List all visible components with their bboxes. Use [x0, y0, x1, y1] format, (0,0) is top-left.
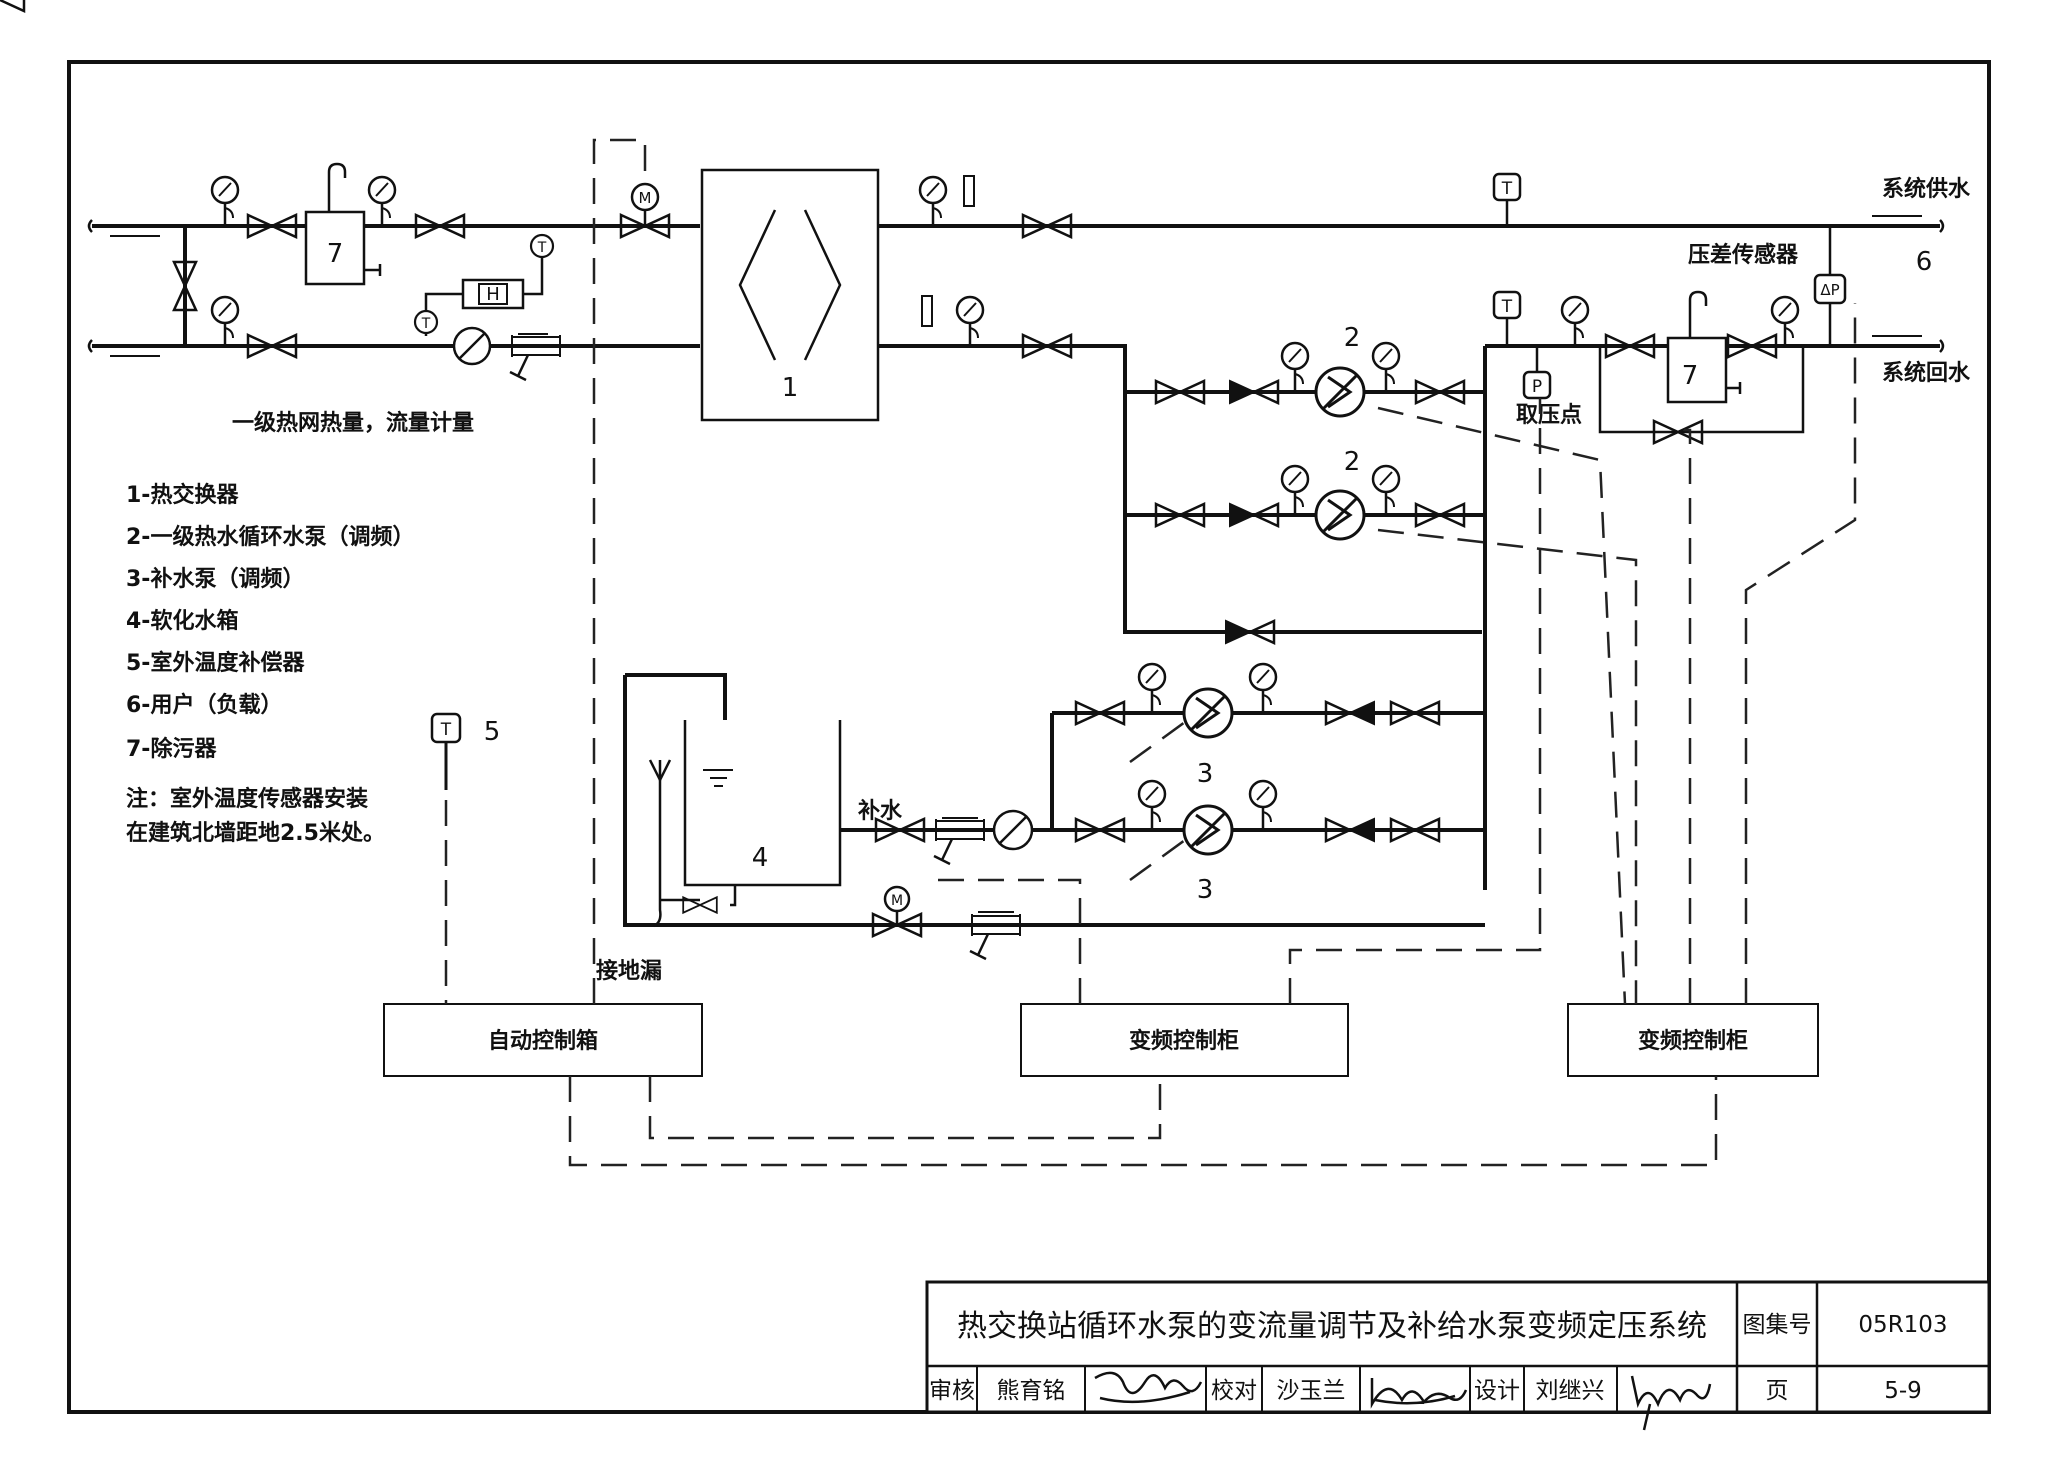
makeup-pump-row-1	[1074, 662, 1441, 739]
svg-text:7: 7	[327, 239, 344, 269]
svg-text:T: T	[537, 240, 547, 256]
outdoor-temperature-sensor-5: T 5	[430, 712, 501, 790]
svg-text:4: 4	[752, 843, 769, 873]
control-wiring	[444, 138, 1857, 1167]
svg-text:1-热交换器: 1-热交换器	[126, 482, 239, 508]
system-supply-label: 系统供水	[1882, 176, 1971, 202]
system-return-label: 系统回水	[1882, 360, 1971, 386]
primary-return-pipe	[87, 339, 700, 353]
auto-control-box: 自动控制箱	[383, 1003, 703, 1077]
designer-signature	[1630, 1375, 1712, 1431]
drawing-title: 热交换站循环水泵的变流量调节及补给水泵变频定压系统	[957, 1309, 1707, 1344]
svg-text:3: 3	[1197, 875, 1214, 905]
pressure-gauge-icon	[210, 175, 240, 228]
svg-text:05R103: 05R103	[1858, 1312, 1947, 1338]
primary-supply-pipe	[87, 219, 700, 233]
svg-text:5-室外温度补偿器: 5-室外温度补偿器	[126, 650, 305, 676]
reviewer-signature	[1094, 1371, 1203, 1404]
pressure-gauge-icon	[210, 295, 240, 348]
checker-signature	[1370, 1378, 1468, 1409]
svg-text:取压点: 取压点	[1516, 402, 1582, 428]
thermometer-icon	[921, 295, 933, 327]
y-strainer-icon	[968, 912, 1022, 961]
motorized-valve: M	[619, 182, 671, 239]
svg-text:H: H	[486, 284, 500, 305]
svg-text:M: M	[891, 893, 903, 909]
pressure-gauge-icon	[918, 175, 948, 228]
svg-text:ΔP: ΔP	[1820, 281, 1839, 299]
svg-text:1: 1	[782, 373, 799, 403]
svg-text:2: 2	[1344, 447, 1361, 477]
y-strainer-icon	[932, 817, 986, 866]
metering-label: 一级热网热量，流量计量	[232, 410, 474, 436]
svg-text:变频控制柜: 变频控制柜	[1638, 1028, 1748, 1054]
vfd-cabinet-1: 变频控制柜	[1020, 1003, 1349, 1077]
svg-text:M: M	[639, 189, 652, 207]
svg-text:熊育铭: 熊育铭	[997, 1378, 1066, 1404]
svg-text:3: 3	[1197, 759, 1214, 789]
primary-strainer-7: 7	[304, 162, 382, 286]
svg-text:变频控制柜: 变频控制柜	[1129, 1028, 1239, 1054]
secondary-strainer-7: 7	[1666, 290, 1742, 404]
svg-text:6: 6	[1916, 247, 1933, 277]
svg-text:T: T	[440, 720, 452, 740]
svg-text:注：室外温度传感器安装: 注：室外温度传感器安装	[126, 786, 368, 812]
pressure-gauge-icon	[1560, 295, 1590, 348]
makeup-pump-row-2: 3 3	[1074, 759, 1441, 905]
bottom-motorized-valve: M	[871, 885, 923, 938]
svg-text:设计: 设计	[1474, 1378, 1520, 1404]
svg-text:5-9: 5-9	[1884, 1378, 1922, 1404]
heat-exchanger-1: 1	[700, 168, 880, 422]
floor-drain-label: 接地漏	[596, 958, 662, 984]
circulating-pump-row-2: 2	[1154, 447, 1466, 541]
svg-text:沙玉兰: 沙玉兰	[1277, 1378, 1346, 1404]
svg-text:T: T	[1501, 297, 1513, 317]
svg-text:在建筑北墙距地2.5米处。: 在建筑北墙距地2.5米处。	[126, 820, 385, 846]
secondary-return-pipe	[878, 344, 1482, 634]
makeup-flow-meter	[992, 809, 1034, 851]
heat-meter-assembly: H T T	[0, 0, 555, 366]
svg-text:T: T	[421, 316, 431, 332]
svg-text:7-除污器: 7-除污器	[126, 736, 217, 762]
svg-text:审核: 审核	[929, 1378, 975, 1404]
y-strainer-icon	[508, 333, 562, 382]
circulating-pump-row-1: 2	[1154, 323, 1466, 418]
svg-text:3-补水泵（调频）: 3-补水泵（调频）	[126, 567, 304, 592]
svg-text:2-一级热水循环水泵（调频）: 2-一级热水循环水泵（调频）	[126, 524, 414, 550]
legend: 1-热交换器 2-一级热水循环水泵（调频） 3-补水泵（调频） 4-软化水箱 5…	[126, 482, 414, 846]
svg-text:P: P	[1532, 377, 1542, 397]
svg-text:2: 2	[1344, 323, 1361, 353]
svg-text:6-用户（负载）: 6-用户（负载）	[126, 692, 282, 718]
return-temperature-sensor: T	[1492, 290, 1522, 346]
svg-text:自动控制箱: 自动控制箱	[488, 1028, 598, 1054]
pressure-point: P 取压点	[1516, 346, 1582, 428]
supply-temperature-sensor: T	[1492, 172, 1522, 226]
svg-text:4-软化水箱: 4-软化水箱	[126, 608, 238, 634]
svg-text:刘继兴: 刘继兴	[1536, 1378, 1605, 1404]
softened-water-tank-4: 4	[683, 720, 842, 887]
pressure-gauge-icon	[955, 295, 985, 348]
title-block: 热交换站循环水泵的变流量调节及补给水泵变频定压系统 图集号 05R103 审核 …	[925, 1280, 1991, 1431]
svg-text:校对: 校对	[1211, 1378, 1257, 1404]
svg-text:T: T	[1501, 179, 1513, 199]
thermometer-icon	[963, 175, 975, 207]
vfd-cabinet-2: 变频控制柜	[1567, 1003, 1819, 1077]
differential-pressure-sensor: ΔP	[1813, 226, 1847, 346]
svg-text:7: 7	[1682, 361, 1699, 391]
svg-text:5: 5	[484, 717, 501, 747]
pressure-gauge-icon	[367, 175, 397, 228]
svg-text:页: 页	[1766, 1378, 1789, 1404]
svg-text:图集号: 图集号	[1743, 1312, 1812, 1338]
dp-sensor-label: 压差传感器	[1688, 242, 1799, 268]
